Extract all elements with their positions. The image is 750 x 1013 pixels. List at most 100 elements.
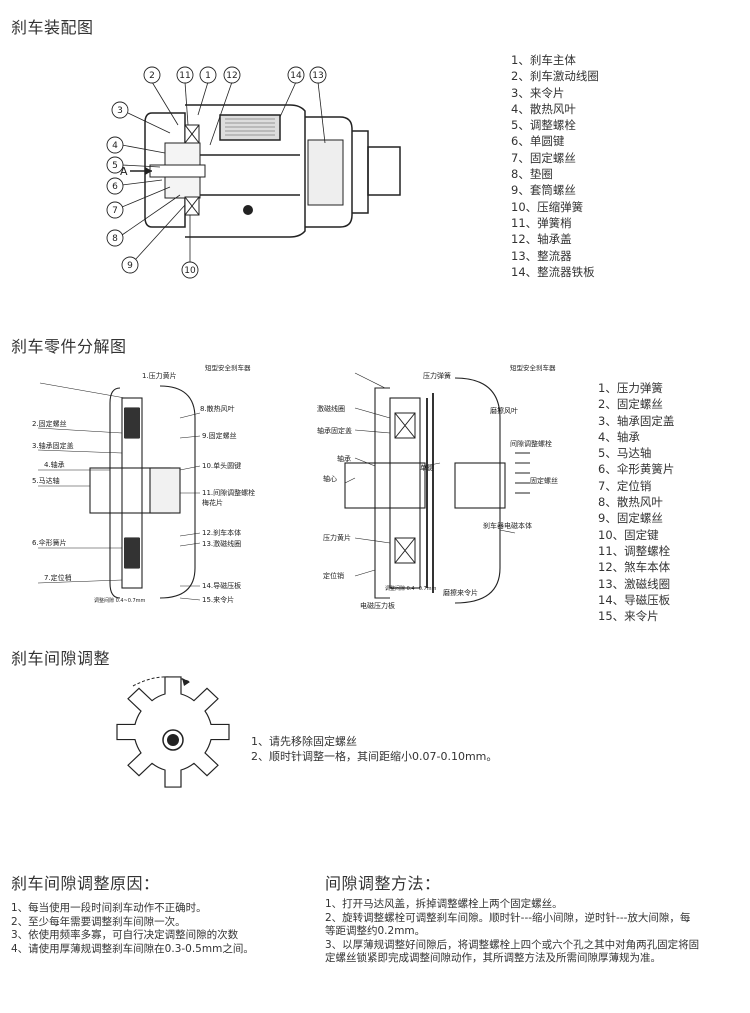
legend-item: 1、刹车主体	[511, 53, 576, 67]
legend-item: 12、煞车本体	[598, 560, 671, 575]
part-label: 轴心	[323, 474, 337, 483]
step-item: 2、顺时针调整一格，其间距缩小0.07-0.10mm。	[251, 750, 498, 763]
part-label: 15.来令片	[202, 595, 234, 604]
legend-item: 8、散热风叶	[598, 495, 663, 510]
part-label: 定位销	[323, 571, 344, 580]
brake-assembly-diagram: A 2 11 1 12 14 13 3 4 5 6 7	[106, 66, 401, 279]
part-label: 7.定位梢	[44, 573, 72, 582]
part-label: 固定螺丝	[530, 476, 558, 485]
legend-item: 7、定位销	[598, 478, 652, 493]
diagram-header: 短型安全刹车器	[205, 363, 251, 372]
section-title-gap-adjust: 刹车间隙调整	[11, 649, 111, 668]
legend-item: 6、单圆键	[511, 134, 565, 149]
callout-13: 13	[312, 71, 323, 81]
part-label: 压力黄片	[323, 533, 351, 542]
part-label: 14.导磁压板	[202, 581, 241, 590]
part-label: 电磁压力板	[360, 601, 395, 610]
part-label: 2.固定螺丝	[32, 419, 67, 428]
assembly-legend: 1、刹车主体 2、刹车激动线圈 3、来令片 4、散热风叶 5、调整螺栓 6、单圆…	[511, 52, 599, 280]
part-label: 12.刹车本体	[202, 528, 241, 537]
callout-11: 11	[179, 71, 190, 81]
callout-7: 7	[112, 206, 118, 216]
callout-6: 6	[112, 182, 118, 192]
legend-item: 4、轴承	[598, 429, 640, 444]
step-item: 1、请先移除固定螺丝	[251, 735, 357, 748]
legend-item: 5、马达轴	[598, 446, 652, 461]
legend-item: 2、固定螺丝	[598, 397, 663, 412]
part-label: 间隙调整螺栓	[510, 439, 552, 448]
gap-note: 调整间隙 0.4~0.7mm	[385, 585, 437, 592]
part-label: 5.马达轴	[32, 476, 60, 485]
legend-item: 1、压力弹簧	[598, 381, 663, 395]
star-plate-diagram	[116, 676, 230, 788]
callout-14: 14	[290, 71, 302, 81]
legend-item: 6、伞形黄簧片	[598, 462, 675, 477]
part-label: 磨擦来令片	[443, 588, 478, 597]
section-title-method: 间隙调整方法：	[325, 874, 441, 893]
legend-item: 11、调整螺栓	[598, 543, 671, 558]
legend-item: 8、垫圈	[511, 167, 553, 182]
part-label: 1.压力黄片	[142, 371, 177, 380]
callout-2: 2	[149, 71, 155, 81]
part-label: 8.散热风叶	[200, 404, 235, 413]
legend-item: 9、套筒螺丝	[511, 183, 576, 198]
method-item: 2、旋转调整螺栓可调整刹车间隙。顺时针---缩小间隙，逆时针---放大间隙，每等…	[325, 911, 691, 938]
method-item: 3、以厚薄规调整好间隙后，将调整螺栓上四个或六个孔之其中对角两孔固定将固定螺丝锁…	[325, 938, 700, 965]
legend-item: 14、导磁压板	[598, 592, 671, 607]
legend-item: 4、散热风叶	[511, 101, 576, 116]
part-label: 磨擦风叶	[490, 406, 518, 415]
method-item: 1、打开马达风盖，拆掉调整螺栓上两个固定螺丝。	[325, 898, 563, 910]
legend-item: 5、调整螺栓	[511, 118, 576, 133]
legend-item: 7、固定螺丝	[511, 150, 576, 165]
part-label: 梅花片	[202, 498, 223, 507]
part-label: 刹车器电磁本体	[483, 521, 532, 530]
legend-item: 3、轴承固定盖	[598, 413, 675, 428]
section-title-assembly: 刹车装配图	[11, 18, 94, 37]
reason-item: 2、至少每年需要调整刹车间隙一次。	[11, 915, 186, 928]
reason-item: 4、请使用厚薄规调整刹车间隙在0.3-0.5mm之间。	[11, 942, 254, 955]
reason-item: 3、依使用频率多寡，可自行决定调整间隙的次数	[11, 929, 239, 941]
callout-3: 3	[117, 106, 123, 116]
part-label: 3.轴承固定盖	[32, 441, 74, 450]
callout-12: 12	[226, 71, 237, 81]
legend-item: 12、轴承盖	[511, 232, 572, 247]
legend-item: 3、来令片	[511, 85, 565, 100]
legend-item: 11、弹簧梢	[511, 215, 572, 230]
part-label: 11.间隙调整螺栓	[202, 488, 255, 497]
arrow-label-a: A	[120, 165, 128, 178]
part-label: 10.单头圆键	[202, 461, 241, 470]
legend-item: 13、整流器	[511, 248, 572, 263]
part-label: 13.激磁线圈	[202, 539, 241, 548]
callout-4: 4	[112, 141, 118, 151]
part-label: 6.伞形簧片	[32, 538, 67, 547]
part-label: 单键	[420, 463, 434, 472]
legend-item: 2、刹车激动线圈	[511, 69, 599, 84]
part-label: 9.固定螺丝	[202, 431, 237, 440]
exploded-legend: 1、压力弹簧 2、固定螺丝 3、轴承固定盖 4、轴承 5、马达轴 6、伞形黄簧片…	[598, 380, 674, 624]
legend-item: 13、激磁线圈	[598, 576, 671, 591]
callout-8: 8	[112, 234, 118, 244]
clockwise-arrow-icon	[182, 678, 190, 686]
reason-item: 1、每当使用一段时间刹车动作不正确时。	[11, 902, 207, 914]
method-list: 1、打开马达风盖，拆掉调整螺栓上两个固定螺丝。 2、旋转调整螺栓可调整刹车间隙。…	[325, 898, 700, 966]
callout-1: 1	[205, 71, 211, 81]
section-title-exploded: 刹车零件分解图	[11, 337, 127, 356]
gap-adjust-steps: 1、请先移除固定螺丝 2、顺时针调整一格，其间距缩小0.07-0.10mm。	[251, 734, 497, 764]
callout-5: 5	[112, 161, 118, 171]
legend-item: 10、固定键	[598, 527, 659, 542]
part-label: 压力弹簧	[423, 371, 451, 380]
legend-item: 9、固定螺丝	[598, 511, 663, 526]
section-title-reasons: 刹车间隙调整原因：	[11, 874, 160, 893]
part-label: 激磁线圈	[317, 404, 345, 413]
callout-9: 9	[127, 261, 133, 271]
gap-note: 调整间隙 0.4~0.7mm	[94, 597, 146, 604]
part-label: 轴承	[337, 454, 351, 463]
legend-item: 15、来令片	[598, 609, 659, 624]
exploded-diagram-left: 短型安全刹车器 1.压力黄片 2.固定螺丝 3.轴承固定盖 4.轴承 5.马达轴…	[32, 363, 255, 604]
diagram-header: 短型安全刹车器	[510, 363, 556, 372]
part-label: 4.轴承	[44, 460, 65, 469]
callout-10: 10	[184, 266, 196, 276]
legend-item: 10、压缩弹簧	[511, 199, 584, 214]
legend-item: 14、整流器铁板	[511, 264, 595, 279]
part-label: 轴承固定盖	[317, 426, 352, 435]
